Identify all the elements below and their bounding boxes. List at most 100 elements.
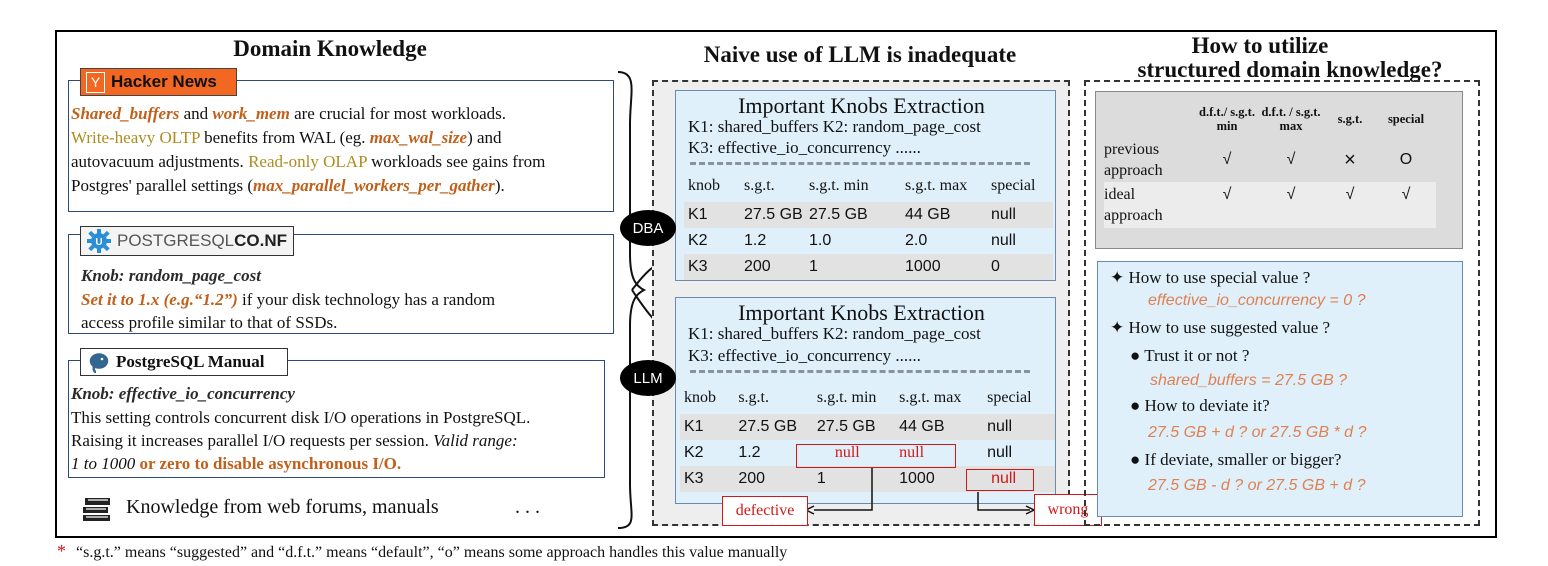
header-cell: knob (688, 177, 720, 194)
defective-highlight (796, 444, 956, 468)
elephant-icon (88, 351, 110, 373)
postgresqlconf-tag: U POSTGRESQLCO.NF (80, 226, 294, 256)
hacker-news-tag: Y Hacker News (80, 68, 237, 96)
table-header: d.f.t./ s.g.t. min d.f.t. / s.g.t. max s… (1104, 100, 1436, 138)
llm-panel-line-1: K1: shared_buffers K2: random_page_cost (688, 324, 981, 343)
dba-knob-table: knob s.g.t. s.g.t. min s.g.t. max specia… (684, 170, 1053, 280)
dot-bullet-icon: ● (1130, 346, 1141, 365)
pgconf-knob: Knob: random_page_cost (81, 266, 261, 285)
cell: 27.5 GB (734, 414, 813, 440)
cell: 200 (740, 254, 805, 280)
cell: 200 (734, 466, 813, 492)
cell: 1 (812, 466, 896, 492)
cell: 1.2 (744, 232, 767, 249)
question-trust-example: shared_buffers = 27.5 GB ? (1150, 372, 1348, 389)
forums-ellipsis: . . . (515, 496, 540, 518)
dot-bullet-icon: ● (1130, 396, 1141, 415)
dba-panel-title: Important Knobs Extraction (738, 93, 985, 118)
cell: √ (1222, 151, 1232, 168)
header-cell: s.g.t. (744, 177, 775, 194)
right-dashed-region (1084, 80, 1480, 526)
llm-knob-table: knob s.g.t. s.g.t. min s.g.t. max specia… (680, 382, 1055, 492)
manual-knob: Knob: effective_io_concurrency (71, 384, 295, 403)
manual-line-4: 1 to 1000 or zero to disable asynchronou… (71, 454, 402, 473)
question-direction-example: 27.5 GB - d ? or 27.5 GB + d ? (1148, 477, 1366, 494)
header-cell: s.g.t. (738, 389, 769, 406)
manual-box: Knob: effective_io_concurrency This sett… (68, 360, 605, 478)
question-suggested-value: ✦ How to use suggested value ? (1110, 318, 1331, 337)
cell: 1.0 (809, 232, 832, 249)
table-row: ideal approach √ √ √ √ (1104, 182, 1436, 228)
cell: 27.5 GB (740, 202, 805, 228)
star-bullet-icon: ✦ (1110, 318, 1125, 337)
cell: K3 (684, 254, 740, 280)
cell: × (1344, 148, 1356, 171)
table-row: previous approach √ √ × O (1104, 138, 1436, 182)
cell: 44 GB (901, 202, 987, 228)
cell: √ (1286, 151, 1296, 168)
null-cell-defective: null (899, 444, 925, 461)
heading-utilize-1: How to utilize (1191, 33, 1329, 58)
dba-panel-line-2: K3: effective_io_concurrency ...... (688, 138, 921, 157)
cell: null (991, 232, 1016, 249)
heading-naive-llm: Naive use of LLM is inadequate (703, 42, 1017, 67)
cell: K2 (688, 232, 708, 249)
null-cell-wrong: null (983, 466, 1055, 492)
llm-panel-separator (690, 370, 1030, 373)
defective-label: defective (722, 496, 808, 526)
cell: K2 (684, 444, 704, 461)
gear-icon: U (87, 229, 111, 253)
hn-line-4: Postgres' parallel settings (max_paralle… (71, 176, 505, 195)
llm-badge: LLM (620, 360, 676, 396)
wrong-highlight (966, 469, 1034, 491)
footnote-star: * (57, 541, 66, 561)
cell: null (987, 444, 1013, 461)
questions-panel (1097, 261, 1463, 517)
hacker-news-logo-icon: Y (86, 71, 105, 93)
header-cell: s.g.t. max (905, 177, 968, 194)
cell: √ (1196, 182, 1258, 228)
question-special-value: ✦ How to use special value ? (1110, 268, 1311, 287)
question-direction: ● If deviate, smaller or bigger? (1130, 450, 1342, 469)
cell: √ (1376, 182, 1436, 228)
books-icon (83, 498, 110, 521)
cell: 1000 (901, 254, 987, 280)
question-trust: ● Trust it or not ? (1130, 346, 1250, 365)
header-cell: d.f.t./ s.g.t. min (1199, 105, 1255, 133)
manual-line-3: Raising it increases parallel I/O reques… (71, 431, 518, 450)
cell: 27.5 GB (805, 202, 901, 228)
wrong-label: wrong (1034, 494, 1102, 526)
dba-panel-line-1: K1: shared_buffers K2: random_page_cost (688, 117, 981, 136)
hn-line-3: autovacuum adjustments. Read-only OLAP w… (71, 152, 546, 171)
row-label: ideal approach (1104, 182, 1196, 228)
header-cell: d.f.t. / s.g.t. max (1261, 105, 1321, 133)
manual-line-2: This setting controls concurrent disk I/… (71, 408, 531, 427)
llm-panel-line-2: K3: effective_io_concurrency ...... (688, 346, 921, 365)
dba-panel-separator (690, 162, 1030, 165)
cell: 2.0 (905, 232, 928, 249)
cell: 44 GB (895, 414, 984, 440)
header-cell: s.g.t. min (809, 177, 869, 194)
cell: √ (1324, 182, 1376, 228)
table-header: knob s.g.t. s.g.t. min s.g.t. max specia… (684, 170, 1053, 202)
cell: O (1399, 151, 1413, 168)
pgconf-line-3: access profile similar to that of SSDs. (81, 313, 338, 332)
cell: √ (1258, 182, 1324, 228)
forums-label: Knowledge from web forums, manuals (126, 496, 439, 518)
cell: K1 (680, 414, 735, 440)
dba-badge: DBA (620, 210, 676, 246)
null-cell-defective: null (834, 444, 860, 461)
table-row: K2 1.2 1.0 2.0 null (684, 228, 1053, 254)
header-cell: s.g.t. max (899, 389, 962, 406)
hn-line-1: Shared_buffers and work_mem are crucial … (71, 104, 507, 123)
hacker-news-label: Hacker News (111, 72, 217, 91)
footnote-text: “s.g.t.” means “suggested” and “d.f.t.” … (76, 544, 788, 561)
hn-line-2: Write-heavy OLTP benefits from WAL (eg. … (71, 128, 502, 147)
cell: K3 (680, 466, 735, 492)
cell: 1.2 (738, 444, 761, 461)
cell: 1000 (895, 466, 984, 492)
manual-label: PostgreSQL Manual (116, 352, 265, 371)
